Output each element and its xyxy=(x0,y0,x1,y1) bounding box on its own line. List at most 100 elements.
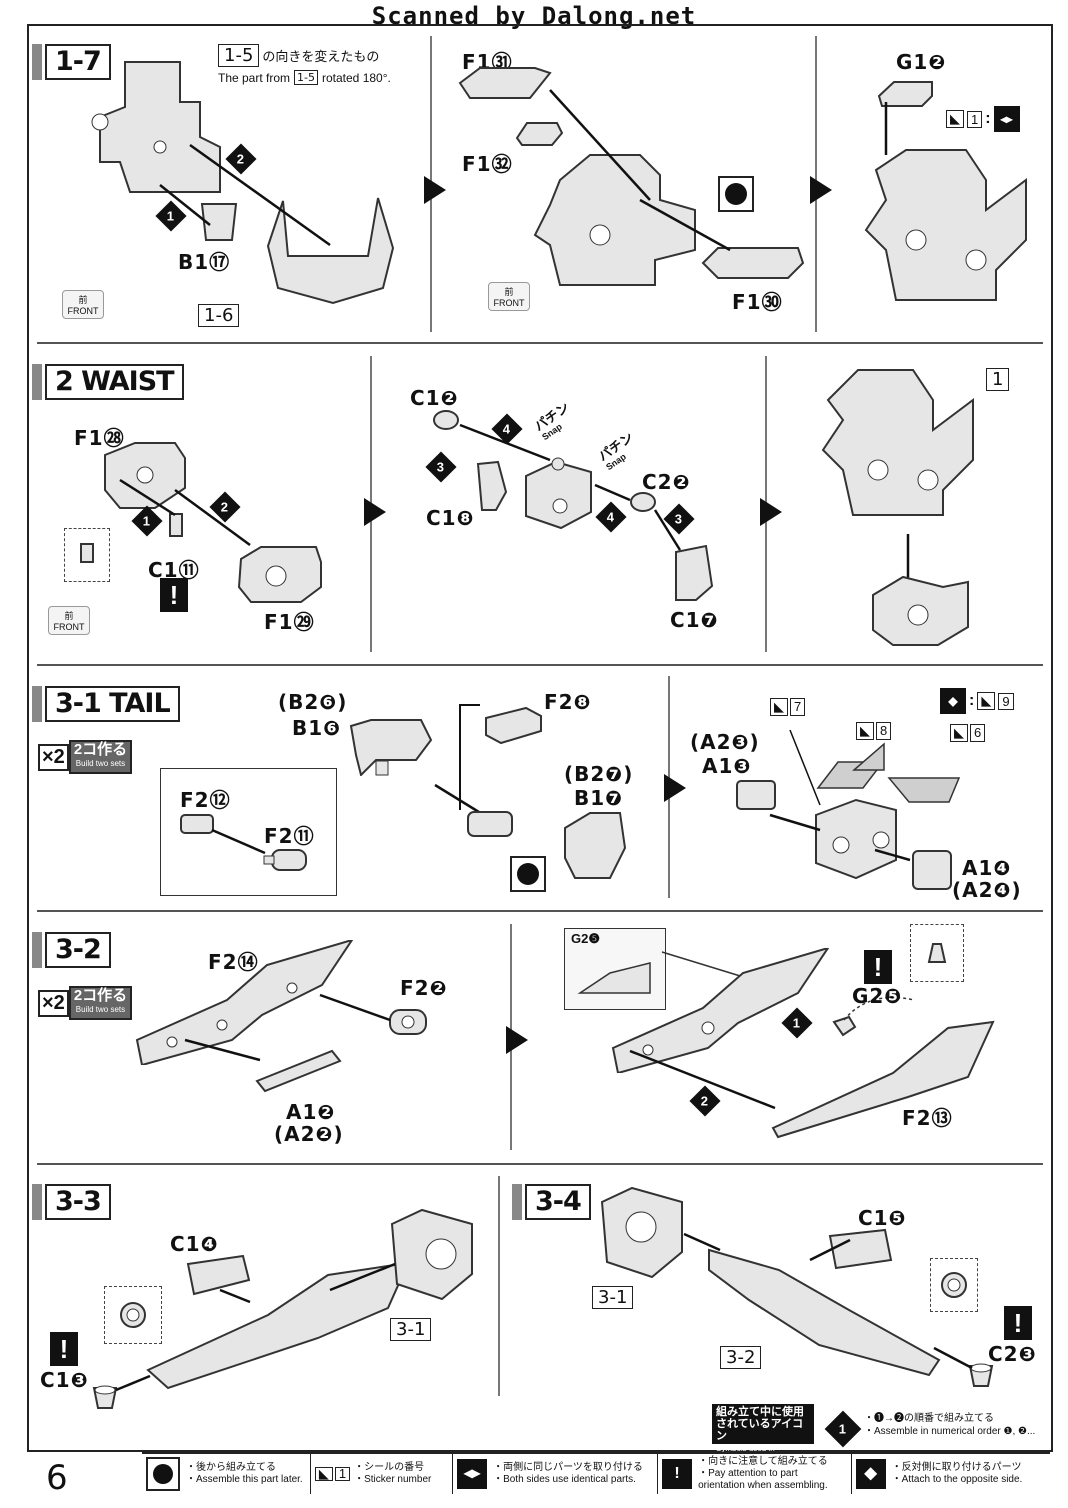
step-1-7-note-en: The part from 1-5 rotated 180°. xyxy=(218,70,391,85)
callout-line xyxy=(661,951,751,980)
part-label: (B2❻) xyxy=(278,690,348,714)
legend-jp: ・後から組み立てる xyxy=(186,1462,276,1473)
hip-armor-part xyxy=(258,196,398,306)
part-label: G1❷ xyxy=(896,50,947,74)
note-jp: の向きを変えたもの xyxy=(262,49,380,64)
g1-part xyxy=(876,78,936,108)
assembly-arrows xyxy=(549,89,731,252)
part-label: C1❷ xyxy=(410,386,459,410)
symbols-jp2: されているアイコン xyxy=(716,1418,804,1442)
step-1-7-header: 1-7 xyxy=(32,44,111,80)
assembly-arrow xyxy=(933,1346,973,1370)
part-label: F2⑫ xyxy=(180,788,231,812)
part-ref: 1-5 xyxy=(294,70,318,85)
tail-full-part xyxy=(140,1260,420,1390)
x2-label: ×2 xyxy=(38,743,69,771)
assembly-arrows xyxy=(119,478,251,547)
tail-assembly-part xyxy=(608,948,833,1073)
sticker-number: 1 xyxy=(967,110,983,128)
sticker-number: 9 xyxy=(998,692,1014,710)
detail-inset-box: G2❺ xyxy=(564,928,666,1010)
attention-icon: ! xyxy=(50,1332,78,1366)
assembly-arrow xyxy=(115,1374,151,1392)
legend-en: ・Assemble this part later. xyxy=(186,1474,303,1485)
part-label: C2❷ xyxy=(642,470,691,494)
part-label: (A2❸) xyxy=(690,730,760,754)
assembly-arrows xyxy=(769,729,911,862)
sticker-number: 7 xyxy=(790,698,806,716)
part-label: F1㉘ xyxy=(74,426,125,450)
legend-attention: ! ・向きに注意して組み立てる・Pay attention to part or… xyxy=(658,1454,852,1494)
step-1-7-note: 1-5 の向きを変えたもの xyxy=(218,44,379,67)
f1-29-part xyxy=(236,544,326,604)
legend-jp: ・シールの番号 xyxy=(354,1462,425,1473)
front-jp: 前 xyxy=(78,295,88,305)
joint-part xyxy=(462,806,522,846)
callout-line xyxy=(843,996,915,1021)
page-number: 6 xyxy=(46,1458,68,1498)
c1-11-part xyxy=(168,512,184,538)
legend-en: ・Pay attention to part orientation when … xyxy=(698,1468,828,1491)
note-en-suffix: rotated 180°. xyxy=(322,70,391,85)
sticker-number: 8 xyxy=(876,722,892,740)
f1-28-part xyxy=(100,440,190,510)
part-label: A1❹ xyxy=(962,856,1012,880)
part-label: G2❺ xyxy=(852,984,903,1008)
order-note: ・❶→❷の順番で組み立てる ・Assemble in numerical ord… xyxy=(864,1412,1050,1438)
next-arrow-icon xyxy=(364,498,386,526)
torso-part xyxy=(70,52,260,212)
part-label: C1❹ xyxy=(170,1232,219,1256)
legend-bar: ・後から組み立てる・Assemble this part later. ◣ 1 … xyxy=(142,1452,1050,1494)
part-label: F2⑬ xyxy=(902,1106,953,1130)
opposite-side-icon: ◆ xyxy=(940,688,966,714)
symbols-box: 組み立て中に使用 されているアイコン Symbols used in instr… xyxy=(712,1404,814,1466)
part-label: (B2❼) xyxy=(564,762,634,786)
step-3-4-header: 3-4 xyxy=(512,1184,591,1220)
legend-jp: ・両側に同じパーツを取り付ける xyxy=(493,1462,643,1473)
c1-7-part xyxy=(672,542,716,604)
attention-icon: ! xyxy=(662,1459,693,1489)
part-label: A1❷ xyxy=(286,1100,336,1124)
assembly-arrow xyxy=(211,828,266,855)
sticker-marker: ◣6 xyxy=(950,724,986,742)
sticker-icon: ◣ xyxy=(770,698,788,716)
part-label: (A2❷) xyxy=(274,1122,344,1146)
later-icon xyxy=(510,856,546,892)
f1-30-part xyxy=(698,238,808,283)
next-arrow-icon xyxy=(664,774,686,802)
part-label: B1❼ xyxy=(574,786,624,810)
upper-body-assembly-part xyxy=(818,360,988,530)
a1-2-part xyxy=(252,1046,347,1096)
legend-en: ・Sticker number xyxy=(354,1474,432,1485)
f2-13-part xyxy=(768,1018,1000,1140)
c1-2-part xyxy=(432,408,462,432)
legend-jp: ・反対側に取り付けるパーツ xyxy=(891,1462,1022,1473)
legend-both-sides: ◂▸ ・両側に同じパーツを取り付ける・Both sides use identi… xyxy=(453,1454,659,1494)
b1-part xyxy=(198,200,242,244)
sticker-icon: ◣ xyxy=(946,110,964,128)
sticker-piece xyxy=(852,742,888,772)
part-label: C1❼ xyxy=(670,608,719,632)
waist-assembly-part xyxy=(868,570,978,650)
legend-later: ・後から組み立てる・Assemble this part later. xyxy=(142,1454,311,1494)
step-3-1-header: 3-1 TAIL xyxy=(32,686,180,722)
part-label: (A2❹) xyxy=(952,878,1022,902)
tail-base-assembly-part xyxy=(806,790,906,880)
f2-2-part xyxy=(386,1004,436,1044)
divider xyxy=(37,664,1043,666)
attention-icon: ! xyxy=(1004,1306,1032,1340)
x2-label: ×2 xyxy=(38,989,69,1017)
part-label: G2❺ xyxy=(571,931,600,946)
opposite-sticker-marker: ◆:◣9 xyxy=(940,688,1014,714)
later-icon xyxy=(718,176,754,212)
step-number-4: 4 xyxy=(595,501,627,533)
assembly-arrow xyxy=(629,1049,776,1110)
head-assembly-part xyxy=(530,140,705,290)
step-title: 3-1 TAIL xyxy=(45,686,180,722)
assembly-arrows xyxy=(184,993,391,1062)
front-jp: 前 xyxy=(504,287,514,297)
divider xyxy=(37,1163,1043,1165)
both-sides-icon: ◂▸ xyxy=(457,1459,488,1489)
part-label: C2❸ xyxy=(988,1342,1037,1366)
part-ref: 1-6 xyxy=(198,304,240,327)
